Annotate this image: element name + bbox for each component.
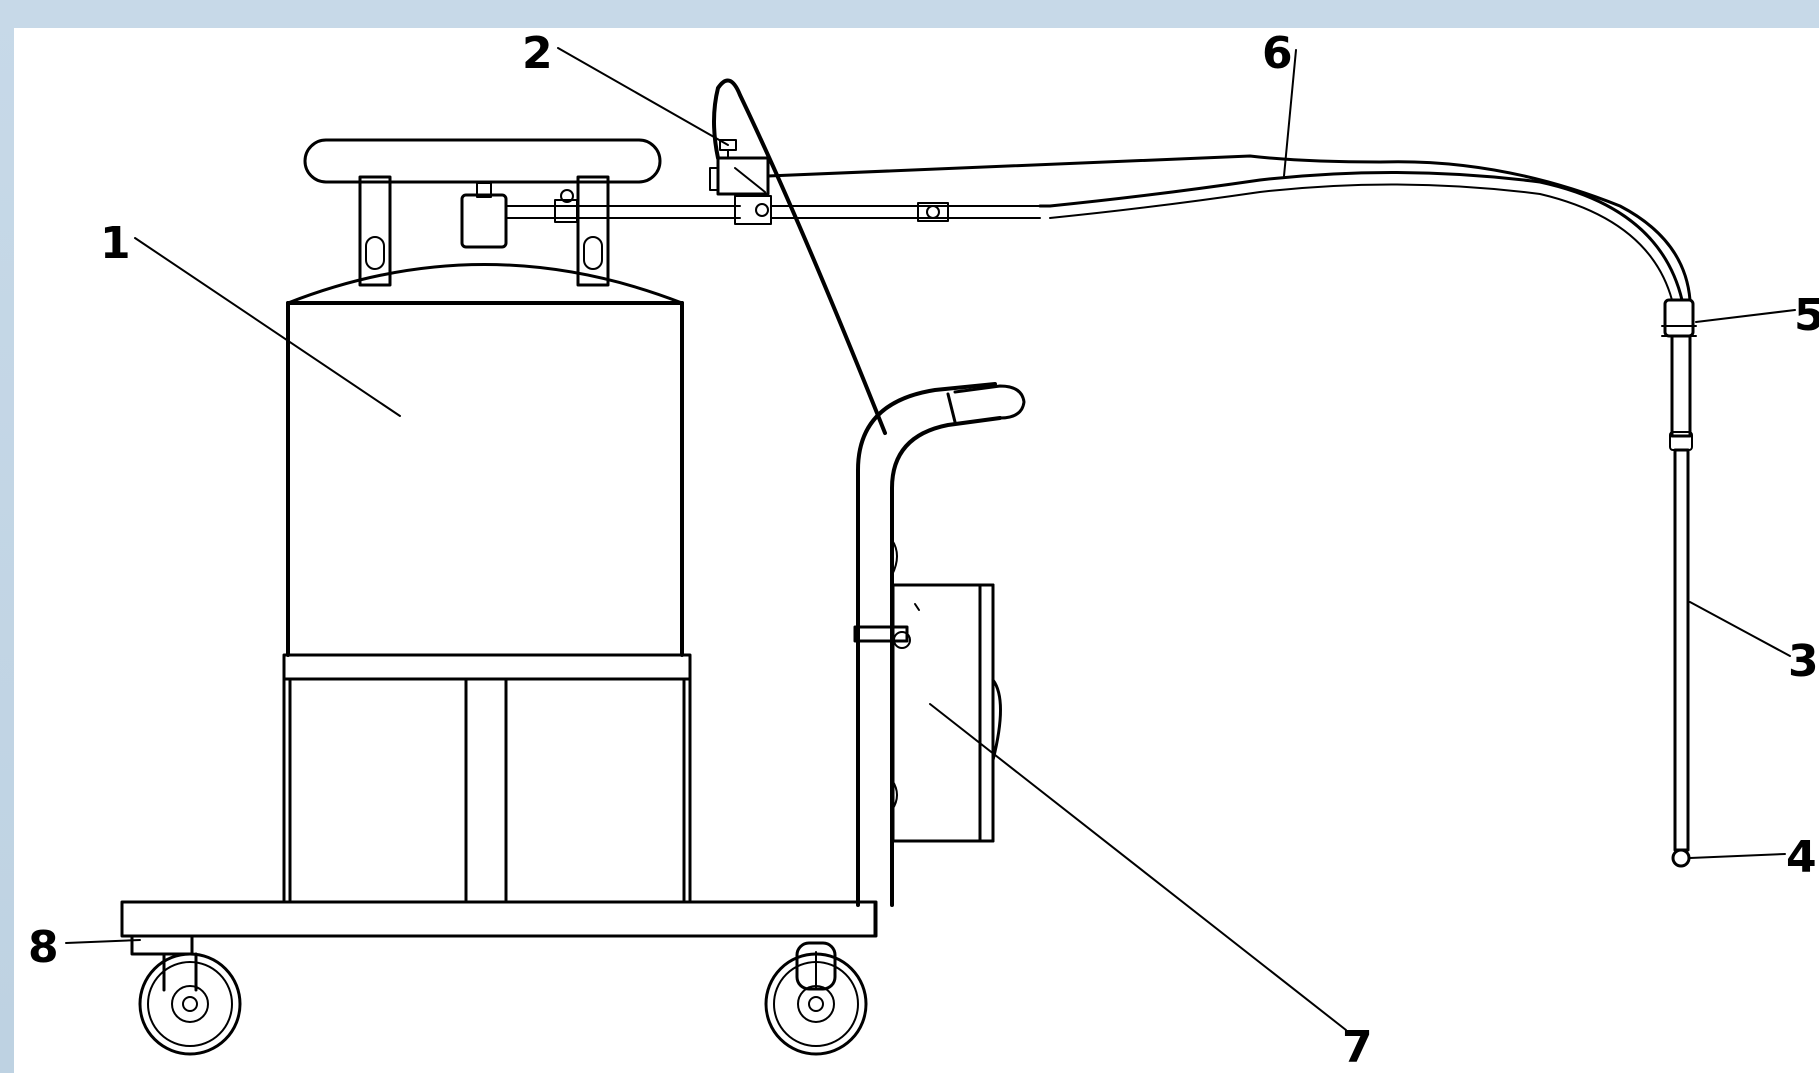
wheel-rear [764, 941, 868, 1056]
wand-tip [1671, 848, 1691, 868]
drawing-canvas: 1 2 3 4 5 6 7 8 [14, 28, 1819, 1073]
hose [766, 154, 1692, 302]
post-clamp [853, 625, 909, 643]
tank-base-ring [282, 653, 692, 681]
trolley-handle-bar [856, 382, 997, 907]
leader-8 [65, 939, 141, 944]
control-cable [712, 78, 887, 435]
leader-2 [557, 47, 729, 146]
tank-body [286, 301, 684, 657]
label-7: 7 [1342, 1022, 1373, 1073]
part-labels: 1 2 3 4 5 6 7 8 [28, 28, 1819, 1073]
leader-7 [929, 703, 1347, 1031]
leader-4 [1689, 853, 1786, 859]
trolley-grip [953, 384, 1026, 426]
tank-stand [282, 677, 692, 902]
tank-dome [286, 263, 684, 305]
wheel-front-caster [130, 934, 242, 1056]
control-box [891, 583, 1002, 843]
leader-6 [1283, 49, 1297, 177]
trolley [120, 382, 1026, 938]
wand-grip [1670, 334, 1692, 438]
dewar-tank [282, 138, 692, 902]
label-4: 4 [1786, 832, 1817, 883]
leader-lines [65, 47, 1796, 1031]
technical-drawing: 1 2 3 4 5 6 7 8 [28, 28, 1819, 1073]
trolley-platform [120, 900, 878, 938]
leader-1 [134, 237, 401, 417]
leader-5 [1695, 309, 1796, 323]
handle-bracket-right [576, 175, 610, 287]
handle-bracket-left [358, 175, 392, 287]
quick-connector [1663, 298, 1695, 338]
wand-tube [1673, 448, 1690, 852]
label-2: 2 [522, 28, 553, 79]
label-1: 1 [100, 218, 131, 269]
label-6: 6 [1262, 28, 1293, 79]
spray-wand [1661, 298, 1697, 868]
label-5: 5 [1794, 290, 1819, 341]
tank-valve [460, 193, 508, 249]
piping [505, 78, 1041, 435]
hose-lower [1038, 170, 1684, 302]
label-3: 3 [1788, 636, 1819, 687]
label-8: 8 [28, 922, 59, 973]
hose-upper [766, 154, 1692, 302]
leader-3 [1689, 601, 1791, 657]
tank-outlet-pipe [505, 205, 741, 219]
